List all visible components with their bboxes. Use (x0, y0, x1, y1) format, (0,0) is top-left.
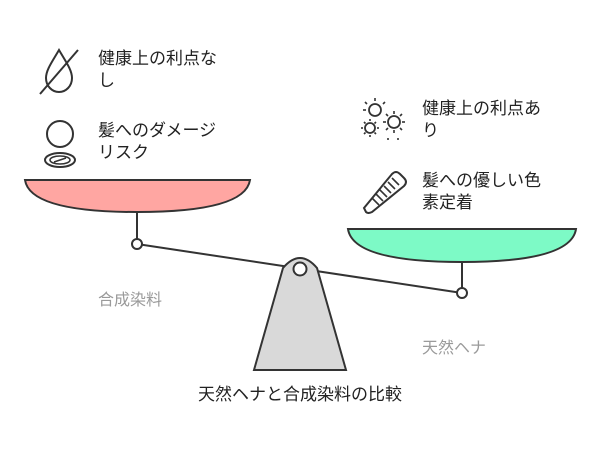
balance-pivot (292, 261, 308, 277)
left-pan (23, 179, 252, 214)
left-point-1: 健康上の利点な し (98, 49, 217, 91)
right-beam-joint (456, 287, 468, 299)
diagram-caption: 天然ヘナと合成染料の比較 (198, 385, 402, 405)
mirror-icon (44, 120, 76, 168)
no-drop-icon (39, 48, 79, 95)
left-point-2: 髪へのダメージ リスク (98, 121, 217, 163)
right-pan (346, 228, 578, 264)
balance-stand (252, 257, 348, 371)
right-point-2: 髪への優しい色 素定着 (422, 171, 541, 213)
left-label: 合成染料 (98, 290, 163, 309)
right-label: 天然ヘナ (422, 338, 487, 357)
left-beam-joint (131, 238, 143, 250)
right-point-1: 健康上の利点あ り (422, 99, 541, 141)
comb-icon (362, 171, 407, 214)
sun-icon (361, 98, 405, 140)
